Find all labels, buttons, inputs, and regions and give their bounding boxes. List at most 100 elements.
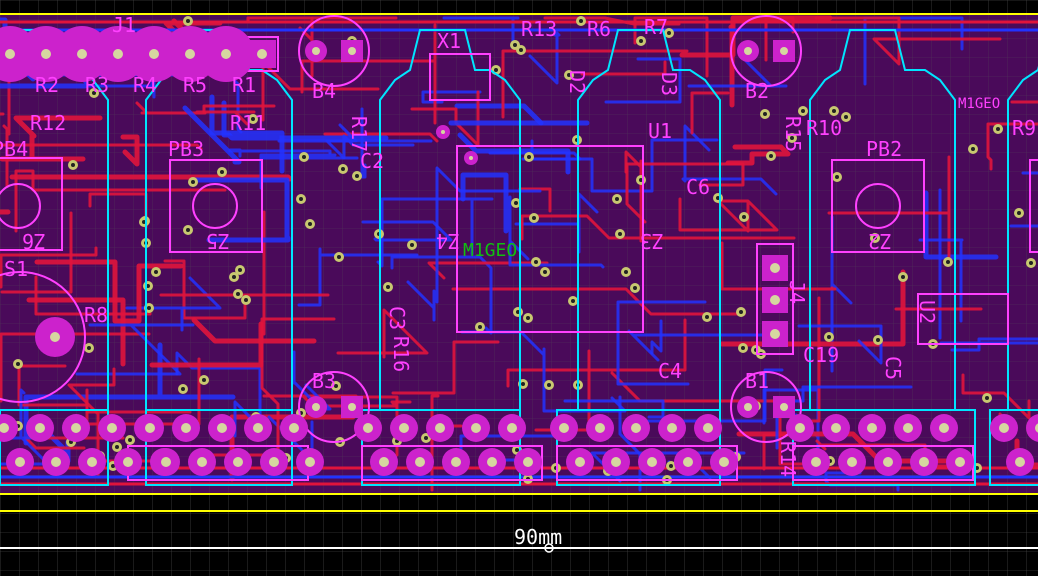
via-drill <box>741 346 745 350</box>
via-drill <box>111 464 115 468</box>
bottom-layer-trace <box>0 83 88 89</box>
via-drill <box>515 448 519 452</box>
pad-drill <box>221 49 231 59</box>
bottom-layer-trace <box>297 247 419 307</box>
top-layer-trace <box>986 122 1038 171</box>
pad-drill <box>811 457 821 467</box>
bottom-layer-trace <box>175 351 262 438</box>
label-z6: Z6 <box>22 229 46 253</box>
silkscreen-outlines <box>0 15 1038 481</box>
top-layer-trace <box>520 214 796 241</box>
label-pb2: PB2 <box>866 137 902 161</box>
label-c5: C5 <box>881 356 905 380</box>
via-drill <box>763 112 767 116</box>
pad-drill <box>363 423 373 433</box>
bottom-layer-trace <box>190 177 291 243</box>
ic-u1-outline <box>456 145 644 333</box>
via-drill <box>527 155 531 159</box>
pad-drill <box>50 332 60 342</box>
bottom-layer-trace <box>618 395 642 492</box>
top-layer-trace <box>720 241 837 291</box>
pad <box>1026 414 1038 442</box>
pad-drill <box>631 423 641 433</box>
via-drill <box>532 216 536 220</box>
via-drill <box>115 445 119 449</box>
label-r8: R8 <box>84 303 108 327</box>
pad-drill <box>87 457 97 467</box>
via-drill <box>519 48 523 52</box>
ic-u2-outline <box>917 293 1009 345</box>
pad-drill <box>831 423 841 433</box>
label-r5: R5 <box>183 73 207 97</box>
label-j4: J4 <box>785 280 809 304</box>
bottom-layer-trace <box>435 166 542 304</box>
top-layer-trace <box>0 332 151 403</box>
via-drill <box>186 19 190 23</box>
via-drill <box>624 270 628 274</box>
pad-drill <box>123 457 133 467</box>
pad-drill <box>107 423 117 433</box>
bottom-layer-trace <box>360 107 367 179</box>
label-b1: B1 <box>745 369 769 393</box>
via-drill <box>244 298 248 302</box>
courtyard-outline <box>809 29 956 410</box>
switch-pb3-outline <box>169 159 263 253</box>
top-layer-trace <box>961 373 1031 420</box>
via-drill <box>543 270 547 274</box>
pad-drill <box>451 457 461 467</box>
pad-drill <box>348 403 356 411</box>
label-b4: B4 <box>312 79 336 103</box>
bottom-layer-trace <box>406 280 436 322</box>
via-drill <box>308 222 312 226</box>
connector-j4-outline <box>756 243 794 355</box>
bottom-layer-trace <box>488 151 582 161</box>
via-drill <box>16 362 20 366</box>
bottom-layer-trace <box>454 103 544 126</box>
label-r9: R9 <box>1012 116 1036 140</box>
label-r14: R14 <box>776 441 800 477</box>
pad-drill <box>955 457 965 467</box>
via-drill <box>334 384 338 388</box>
top-layer-trace <box>810 296 821 423</box>
top-layer-trace <box>149 321 264 368</box>
label-r13: R13 <box>521 17 557 41</box>
label-x1: X1 <box>437 29 461 53</box>
bottom-layer-trace <box>209 94 285 174</box>
bottom-layer-trace <box>863 16 964 86</box>
label-r12: R12 <box>30 111 66 135</box>
via-drill <box>579 19 583 23</box>
top-layer-trace <box>120 134 140 167</box>
bottom-layer-trace <box>508 195 605 269</box>
pad-drill <box>269 457 279 467</box>
pad-drill <box>113 49 123 59</box>
label-b2: B2 <box>745 79 769 103</box>
via-drill <box>337 255 341 259</box>
via-drill <box>302 155 306 159</box>
pad-drill <box>780 47 788 55</box>
bottom-layer-trace <box>376 197 494 268</box>
via-drill <box>844 115 848 119</box>
pad-drill <box>647 457 657 467</box>
switch-pb3-ring <box>192 183 238 229</box>
top-layer-trace <box>298 16 314 78</box>
pad-drill <box>305 457 315 467</box>
top-layer-trace <box>34 275 152 316</box>
via-drill <box>1029 261 1033 265</box>
top-layer-trace <box>17 364 192 414</box>
pad-drill <box>253 423 263 433</box>
label-c6: C6 <box>686 175 710 199</box>
via-drill <box>526 316 530 320</box>
via-drill <box>567 73 571 77</box>
courtyard-outline <box>145 409 293 486</box>
via-drill <box>424 436 428 440</box>
pad-drill <box>289 423 299 433</box>
pad-drill <box>217 423 227 433</box>
via-drill <box>946 260 950 264</box>
pad-drill <box>348 47 356 55</box>
buzzer-b4-outline <box>298 15 370 87</box>
label-r10: R10 <box>806 116 842 140</box>
top-layer-trace <box>728 24 735 108</box>
pad-drill <box>575 457 585 467</box>
top-layer-trace <box>24 436 125 450</box>
